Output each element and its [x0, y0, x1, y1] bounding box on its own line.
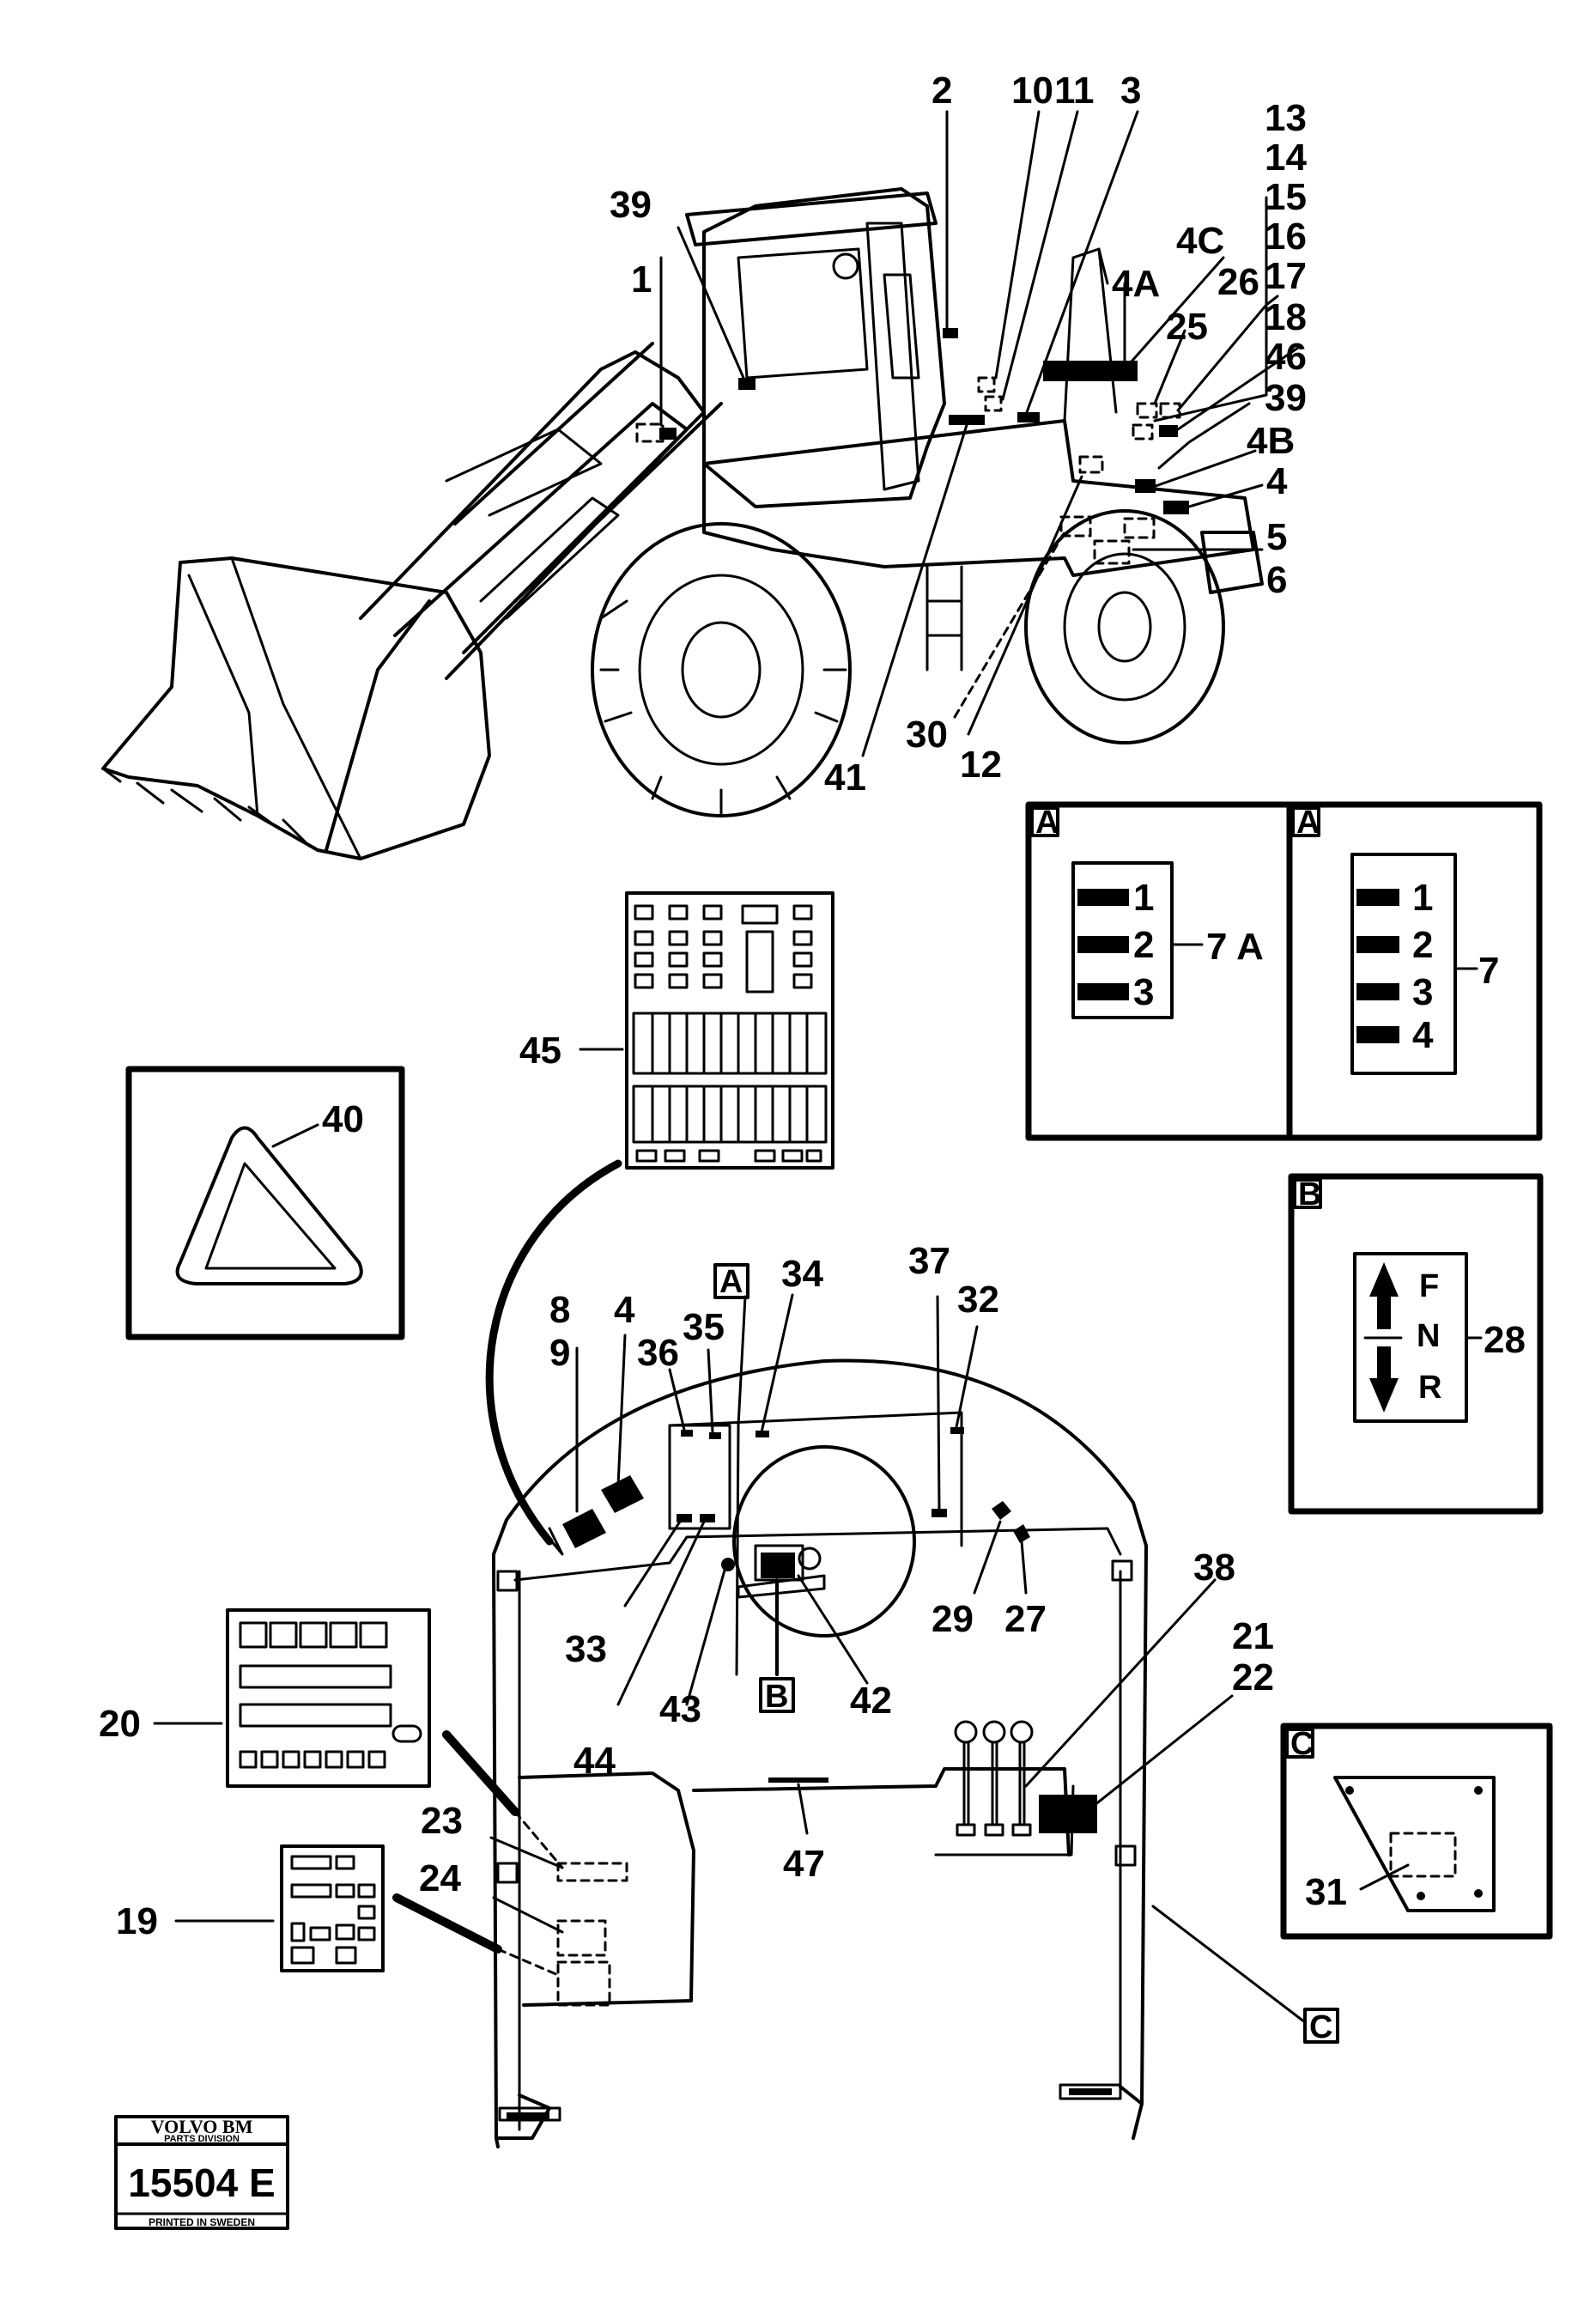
- stamp-division: PARTS DIVISION: [164, 2134, 240, 2144]
- detail-a-tag-left: A: [1035, 805, 1059, 841]
- callout-45: 45: [519, 1030, 561, 1072]
- callout-1: 1: [631, 258, 652, 301]
- callout-31: 31: [1305, 1871, 1347, 1913]
- callout-14: 14: [1265, 137, 1307, 179]
- volvo-bm-stamp: VOLVO BM PARTS DIVISION 15504 E PRINTED …: [114, 2115, 289, 2230]
- callout-7a: 7 A: [1206, 926, 1264, 968]
- callout-28: 28: [1484, 1319, 1526, 1361]
- detail-b-tag: B: [1298, 1176, 1321, 1212]
- panel-a-left-number-2: 2: [1133, 924, 1154, 966]
- operator-dashboard: [492, 1358, 1148, 2148]
- callout-7: 7: [1478, 950, 1499, 992]
- detail-c-panel: C 31: [1280, 1723, 1553, 1940]
- wheel-loader-drawing: [101, 187, 1264, 860]
- callout-15: 15: [1265, 176, 1307, 218]
- callout-43: 43: [659, 1688, 701, 1730]
- callout-47: 47: [783, 1843, 825, 1885]
- callout-9: 9: [549, 1332, 570, 1374]
- callout-33: 33: [565, 1628, 607, 1670]
- callout-13: 13: [1265, 97, 1307, 139]
- callout-2: 2: [932, 70, 952, 112]
- callout-21: 21: [1232, 1615, 1274, 1657]
- callout-26: 26: [1217, 261, 1259, 303]
- detail-c-tag: C: [1290, 1726, 1314, 1762]
- leader-lines-dashboard: [575, 1293, 1307, 2024]
- callout-46: 46: [1265, 336, 1307, 378]
- stamp-brand: VOLVO BM: [151, 2116, 253, 2137]
- leader-lines-top: [659, 110, 1300, 757]
- callout-17: 17: [1265, 255, 1307, 297]
- gear-letter-r: R: [1418, 1370, 1441, 1406]
- panel-a-left-number-1: 1: [1133, 877, 1154, 919]
- connector-45-arrow: [539, 1527, 564, 1556]
- switch-panel-19: 19: [116, 1844, 560, 1977]
- callout-38: 38: [1193, 1547, 1235, 1589]
- callout-30: 30: [906, 714, 948, 756]
- callouts-floor: 23 24: [419, 1800, 564, 1934]
- callout-4c: 4C: [1176, 220, 1224, 262]
- callout-39-front: 39: [610, 184, 652, 226]
- dashboard-tag-a: A: [719, 1264, 743, 1300]
- gear-letter-n: N: [1417, 1318, 1440, 1354]
- callout-23: 23: [421, 1800, 463, 1842]
- callout-12: 12: [960, 744, 1002, 786]
- detail-b-panel: B F N R 28: [1288, 1173, 1544, 1515]
- panel-a-right-number-4: 4: [1412, 1014, 1434, 1056]
- callout-6: 6: [1266, 559, 1287, 601]
- stamp-number: 15504 E: [128, 2160, 275, 2205]
- callouts-top: 2 10 11 3 13 14 15 16 17 18 46 39 4B 4 5…: [610, 70, 1307, 799]
- callout-4b: 4B: [1247, 420, 1295, 462]
- callout-5: 5: [1266, 516, 1287, 558]
- callout-36: 36: [637, 1332, 679, 1374]
- panel-a-right-number-3: 3: [1412, 971, 1433, 1013]
- callout-32: 32: [957, 1279, 999, 1321]
- warning-triangle-icon: [220, 1168, 323, 1271]
- callout-19: 19: [116, 1900, 158, 1942]
- callout-35: 35: [683, 1306, 725, 1348]
- fuse-panel-45: 45: [519, 891, 834, 1170]
- callout-34: 34: [781, 1253, 823, 1295]
- callout-16: 16: [1265, 216, 1307, 258]
- callout-44: 44: [573, 1740, 616, 1782]
- callout-39-rear: 39: [1265, 377, 1307, 419]
- dashboard-tag-c: C: [1309, 2009, 1332, 2045]
- callout-4a: 4A: [1112, 263, 1160, 305]
- detail-a-tag-right: A: [1296, 805, 1320, 841]
- callout-42: 42: [850, 1680, 892, 1722]
- callout-24: 24: [419, 1857, 461, 1899]
- callouts-dashboard: A 8 9 4 36 35 34 37 32 33 44 43 B 42 29 …: [549, 1240, 1339, 2045]
- gear-letter-f: F: [1419, 1268, 1439, 1304]
- callout-25: 25: [1166, 306, 1208, 348]
- callout-8: 8: [549, 1289, 570, 1331]
- callout-4: 4: [1266, 460, 1288, 502]
- dashboard-tag-b: B: [765, 1679, 788, 1715]
- callout-18: 18: [1265, 296, 1307, 338]
- detail-a-panels: A A 1 2 3 7 A 1 2 3 4 7: [1025, 801, 1543, 1141]
- callout-27: 27: [1004, 1598, 1047, 1640]
- callout-29: 29: [932, 1598, 974, 1640]
- callout-22: 22: [1232, 1656, 1274, 1698]
- callout-41: 41: [824, 757, 866, 799]
- switch-panel-20: 20: [99, 1608, 564, 1869]
- callout-11: 11: [1054, 70, 1095, 112]
- callout-20: 20: [99, 1703, 141, 1745]
- callout-37: 37: [908, 1240, 950, 1282]
- callout-4-dashboard: 4: [614, 1289, 635, 1331]
- callout-10: 10: [1011, 70, 1053, 112]
- callout-40: 40: [322, 1098, 364, 1140]
- connector-45: [485, 1159, 622, 1546]
- detail-emblem-panel: 40: [125, 1066, 405, 1340]
- callout-3: 3: [1120, 70, 1141, 112]
- panel-a-right-number-1: 1: [1412, 877, 1433, 919]
- stamp-printed: PRINTED IN SWEDEN: [149, 2216, 255, 2228]
- panel-a-left-number-3: 3: [1133, 971, 1154, 1013]
- panel-a-right-number-2: 2: [1412, 924, 1433, 966]
